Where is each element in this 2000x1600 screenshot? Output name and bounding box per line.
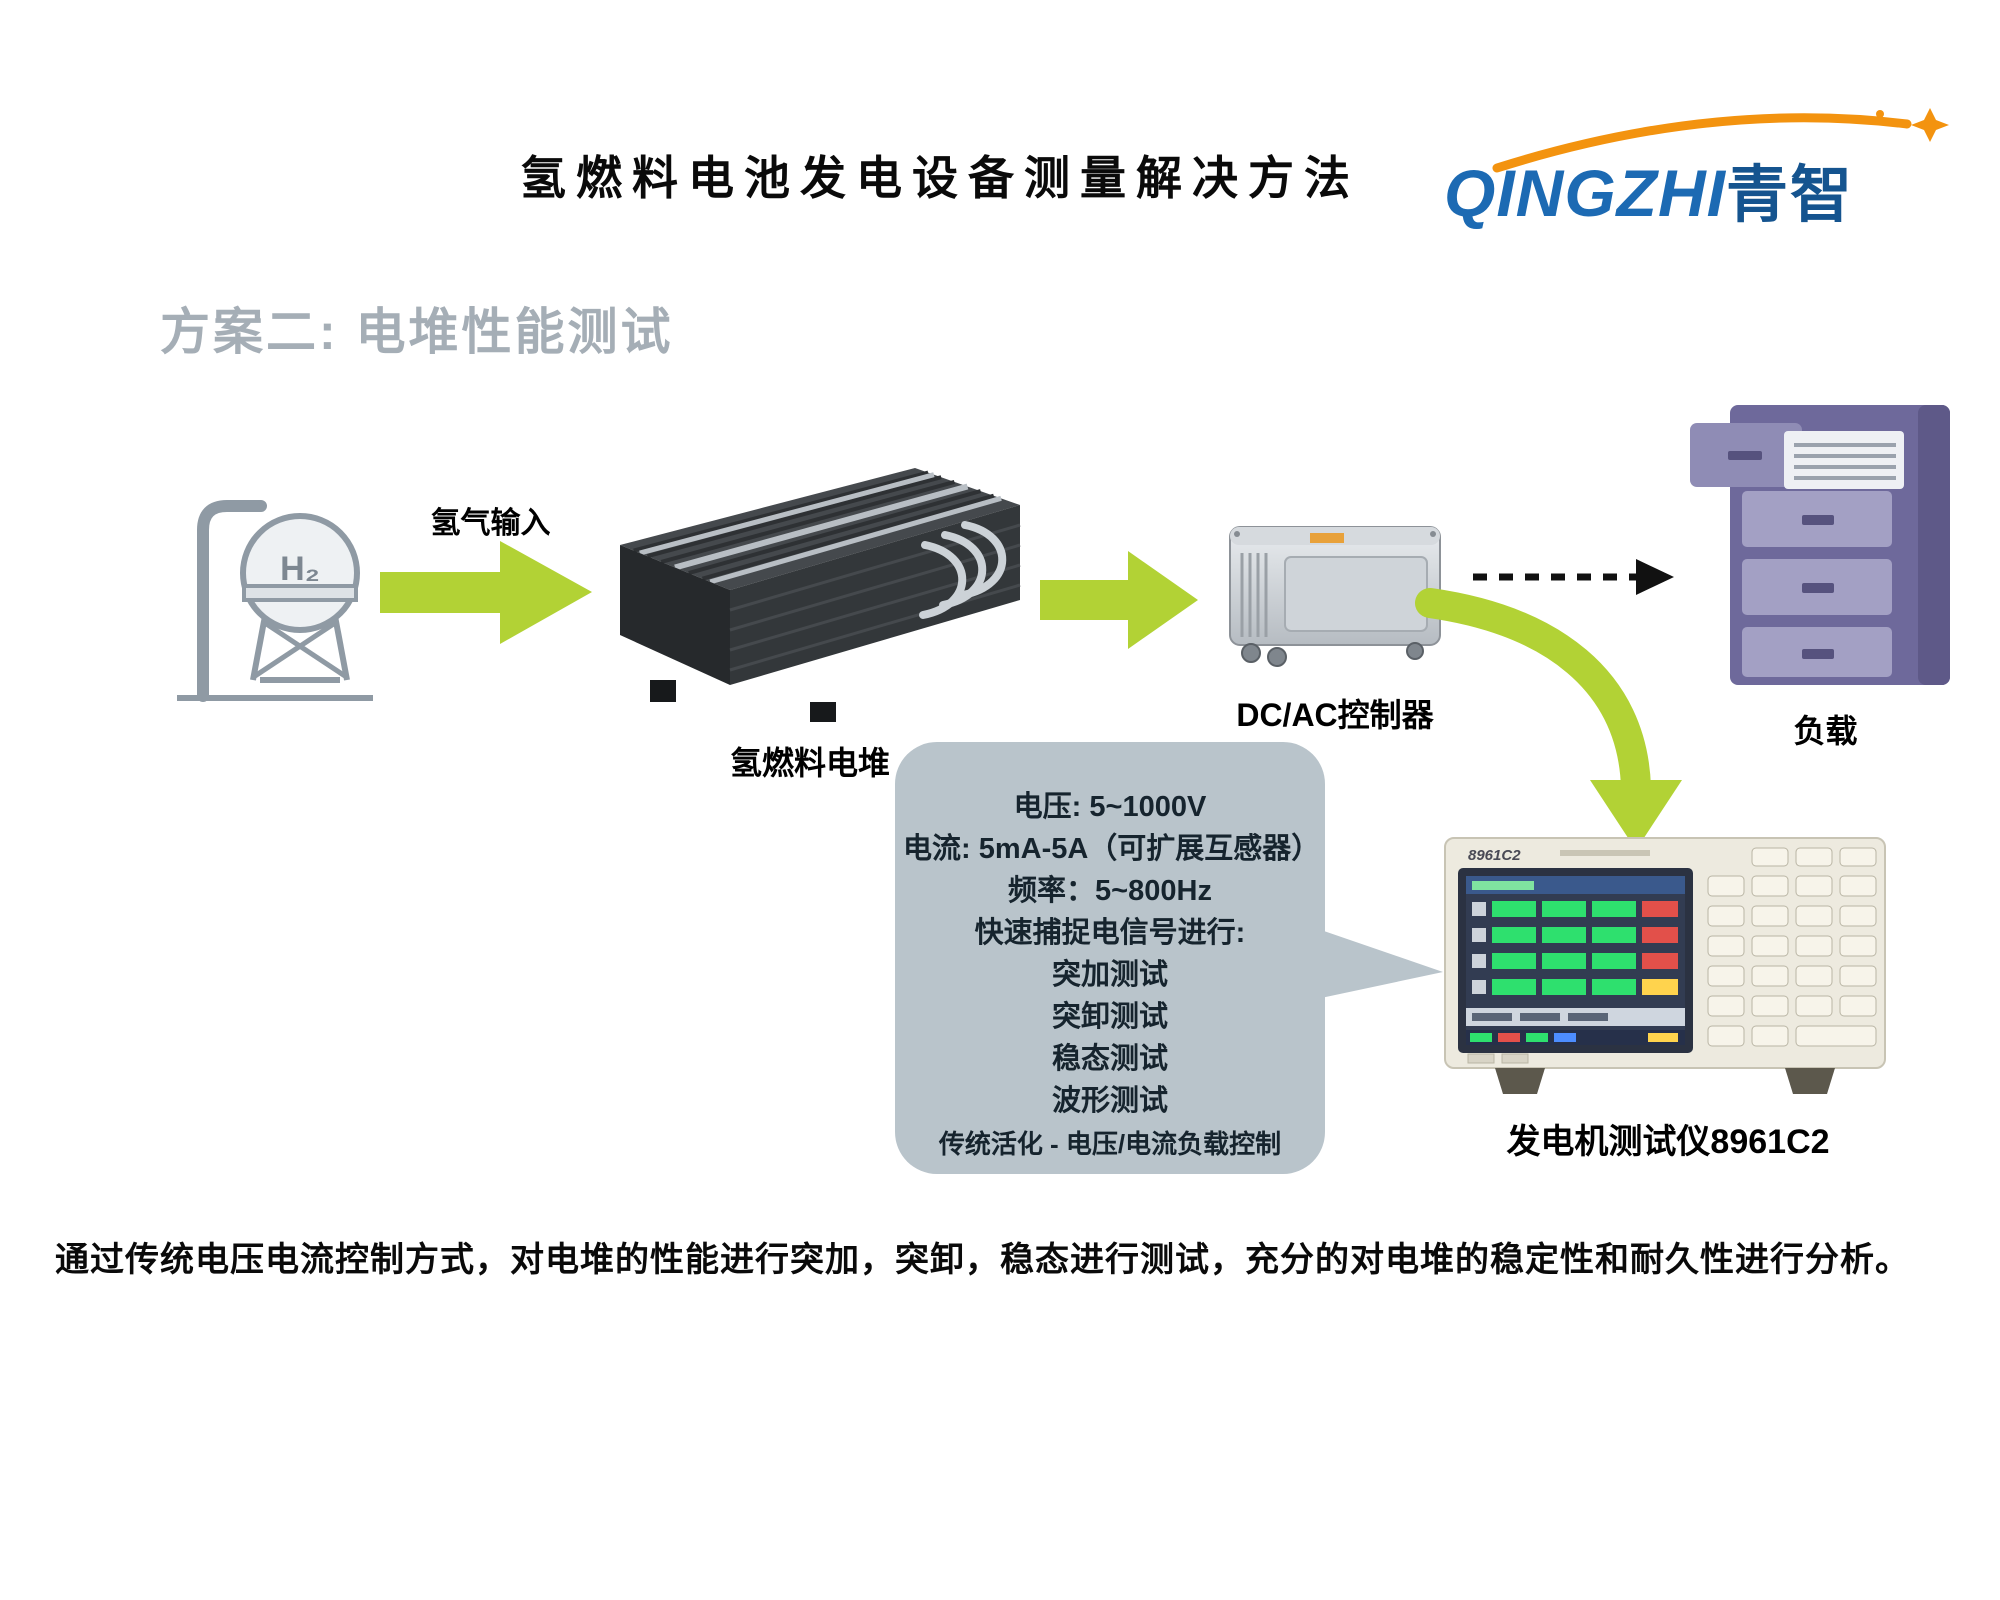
curved-arrow-to-tester-icon — [1415, 588, 1682, 850]
load-cabinet-image — [1690, 405, 1950, 685]
logo-latin: QINGZHI — [1444, 156, 1726, 230]
hydrogen-input-label: 氢气输入 — [430, 507, 551, 540]
spec-line: 稳态测试 — [1051, 1043, 1168, 1075]
spec-line: 突加测试 — [1051, 959, 1168, 991]
page-title: 氢燃料电池发电设备测量解决方法 — [520, 152, 1360, 204]
arrow-stack-to-controller-icon — [1040, 551, 1198, 649]
logo-cjk: 青智 — [1726, 161, 1855, 230]
description-text: 通过传统电压电流控制方式，对电堆的性能进行突加，突卸，稳态进行测试，充分的对电堆… — [55, 1241, 1910, 1279]
fuel-cell-stack-image — [620, 468, 1021, 722]
qingzhi-logo: QINGZHI青智 — [1442, 108, 1987, 233]
spec-callout: 电压: 5~1000V 电流: 5mA-5A（可扩展互感器） 频率：5~800H… — [895, 742, 1443, 1174]
generator-tester-image: 8961C2 — [1444, 837, 1886, 1094]
spec-line: 电流: 5mA-5A（可扩展互感器） — [903, 833, 1321, 865]
dashed-arrow-to-load-icon — [1473, 559, 1674, 595]
spec-line: 电压: 5~1000V — [1013, 791, 1207, 823]
stack-label: 氢燃料电堆 — [729, 745, 890, 781]
hydrogen-tank-icon: H₂ — [177, 500, 373, 702]
tank-h2-label: H₂ — [280, 550, 320, 588]
spec-line: 传统活化 - 电压/电流负载控制 — [938, 1129, 1282, 1159]
tester-label: 发电机测试仪8961C2 — [1506, 1123, 1830, 1161]
spec-line: 频率：5~800Hz — [1008, 875, 1212, 907]
dcac-controller-image — [1229, 526, 1441, 667]
spec-line: 快速捕捉电信号进行: — [974, 917, 1246, 949]
logo-swoosh-icon — [1492, 108, 1949, 173]
logo-text: QINGZHI青智 — [1444, 144, 1854, 234]
tester-button-panel — [1707, 847, 1877, 1047]
tester-screen-rows — [1472, 901, 1678, 995]
tester-model-marking: 8961C2 — [1468, 847, 1521, 864]
load-label: 负载 — [1793, 713, 1858, 749]
arrow-hydrogen-to-stack-icon — [380, 541, 592, 644]
spec-line: 波形测试 — [1051, 1085, 1168, 1117]
controller-label: DC/AC控制器 — [1236, 697, 1434, 733]
spec-line: 突卸测试 — [1051, 1001, 1168, 1033]
section-subtitle: 方案二: 电堆性能测试 — [160, 304, 674, 360]
callout-pointer — [1321, 930, 1443, 998]
